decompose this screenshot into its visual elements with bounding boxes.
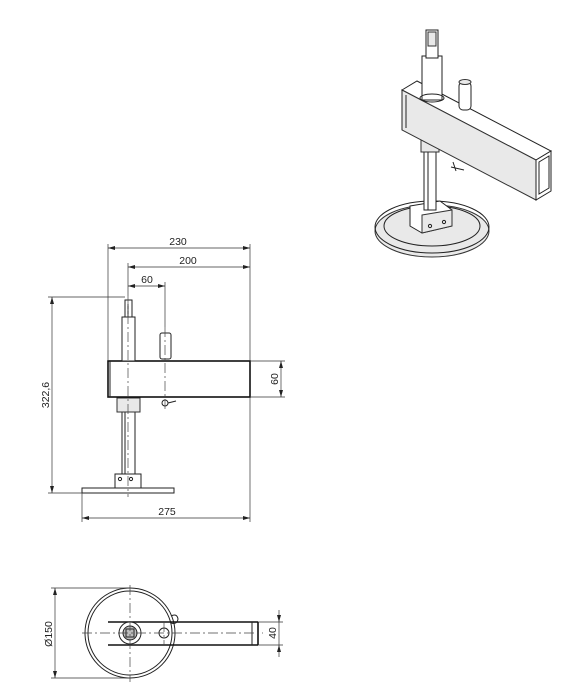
dim-offset-pin: 60 (141, 274, 153, 286)
dim-height: 322,6 (40, 382, 52, 408)
dim-base-diameter: Ø150 (43, 621, 55, 647)
front-view-dimensions: 230 200 60 322,6 60 275 (40, 236, 285, 522)
dim-base-width: 275 (158, 506, 176, 518)
isometric-view (374, 29, 553, 258)
dim-width-overall: 230 (169, 236, 187, 248)
dim-arm-height: 60 (269, 373, 281, 385)
front-view (81, 296, 251, 497)
top-view (82, 585, 263, 682)
dim-width-arm: 200 (179, 255, 197, 267)
top-view-dimensions: Ø150 40 (43, 587, 283, 679)
dim-arm-width: 40 (267, 627, 279, 639)
